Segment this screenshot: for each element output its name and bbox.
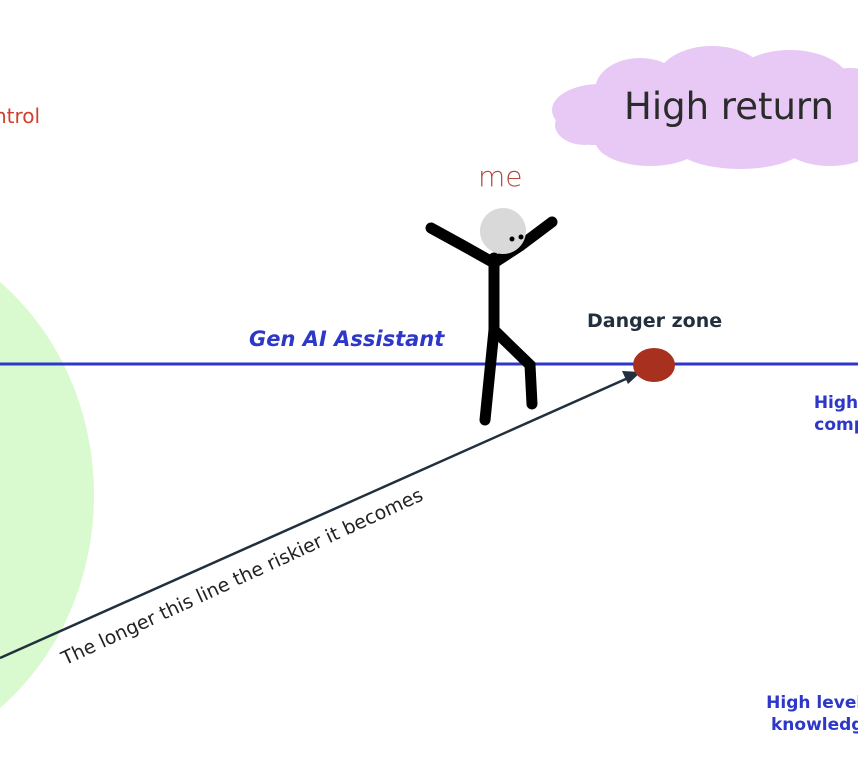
risk-arrow-line [0,376,629,660]
high-return-label: High return [624,85,834,128]
comfort-zone-circle [0,282,94,708]
head [480,208,526,254]
knowledge-label: High level o knowledge [766,693,858,735]
tech-complexity-label: High t compl [813,393,858,435]
stick-figure-icon [425,216,558,426]
arrow-icon [622,371,641,384]
eye-right [518,234,524,240]
cloud-icon [552,46,858,169]
me-label: me [478,160,523,193]
danger-dot-icon [633,348,675,382]
eye-left [509,236,515,242]
gen-ai-assistant-label: Gen AI Assistant [249,327,445,351]
danger-zone-label: Danger zone [587,310,723,332]
control-label: ntrol [0,104,41,128]
